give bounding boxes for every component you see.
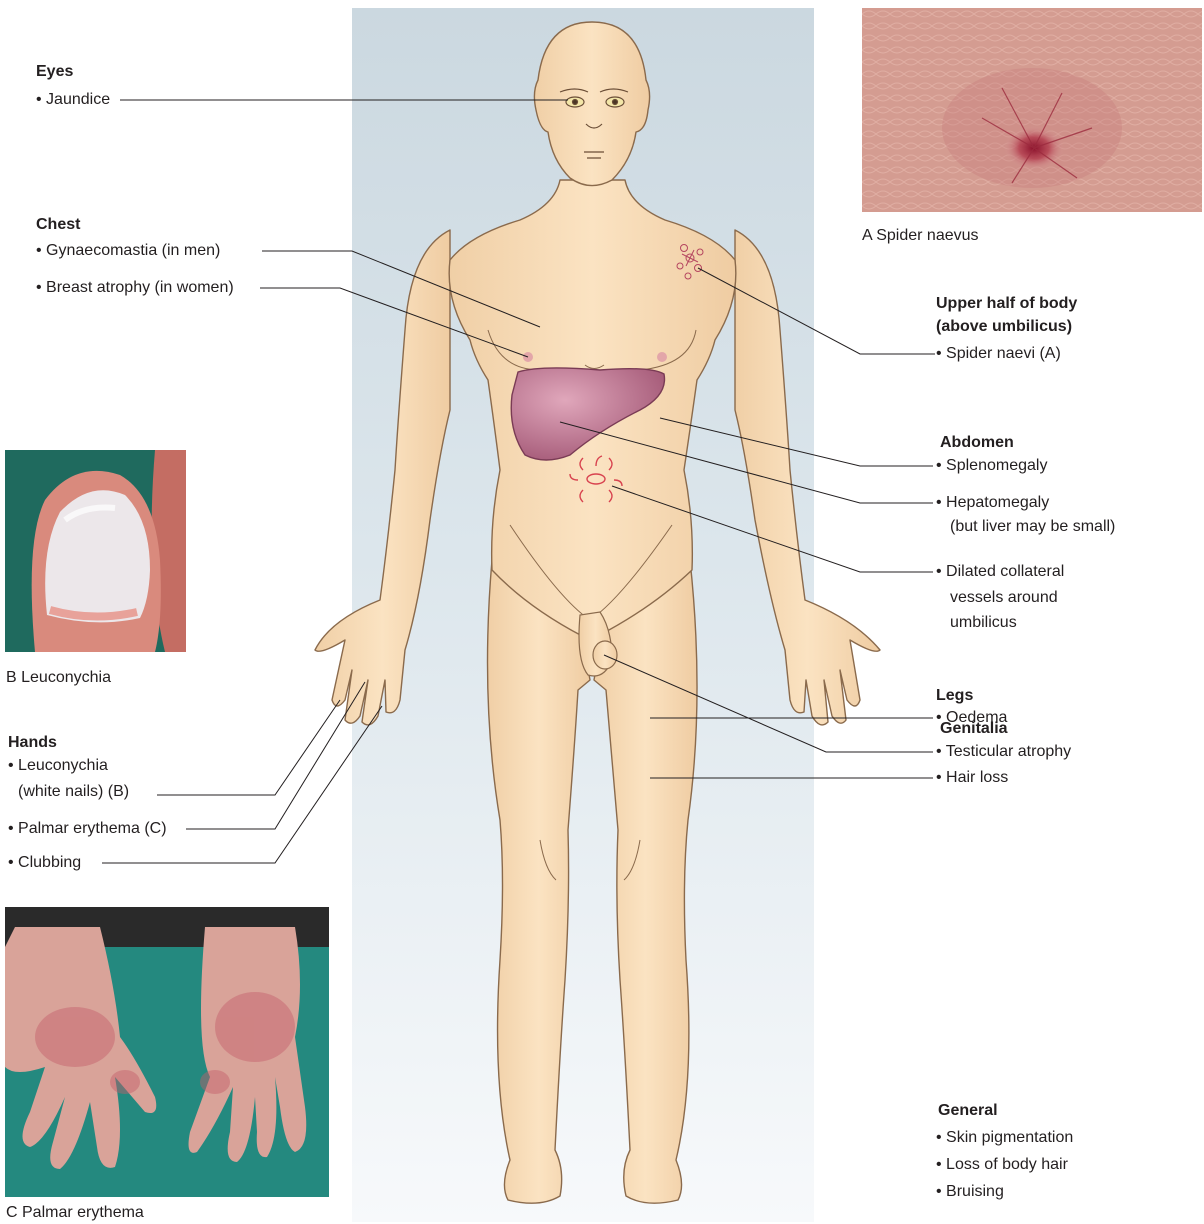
legs-item-hair-loss: • Hair loss: [936, 768, 1008, 788]
chest-item-gynaecomastia: • Gynaecomastia (in men): [36, 241, 220, 261]
eyes-item-jaundice: • Jaundice: [36, 90, 110, 110]
chest-item-breast-atrophy: • Breast atrophy (in women): [36, 278, 234, 298]
hands-item-palmar: • Palmar erythema (C): [8, 819, 167, 839]
abdomen-item-collateral-3: umbilicus: [950, 613, 1017, 633]
right-nipple: [657, 352, 667, 362]
abdomen-item-collateral-1: • Dilated collateral: [936, 562, 1064, 582]
hands-item-leuconychia-2: (white nails) (B): [18, 782, 129, 802]
upper-body-heading-1: Upper half of body: [936, 294, 1077, 314]
eyes-heading: Eyes: [36, 62, 73, 82]
general-item-body-hair: • Loss of body hair: [936, 1155, 1068, 1175]
general-heading: General: [938, 1101, 998, 1121]
upper-body-item-spider: • Spider naevi (A): [936, 344, 1061, 364]
left-arm: [315, 230, 450, 725]
abdomen-item-splenomegaly: • Splenomegaly: [936, 456, 1047, 476]
hands-item-clubbing: • Clubbing: [8, 853, 81, 873]
abdomen-item-hepatomegaly-note: (but liver may be small): [950, 517, 1115, 537]
chest-heading: Chest: [36, 215, 80, 235]
left-leg: [488, 560, 591, 1203]
abdomen-item-hepatomegaly: • Hepatomegaly: [936, 493, 1049, 513]
hands-heading: Hands: [8, 733, 57, 753]
head: [534, 22, 649, 186]
upper-body-heading-2: (above umbilicus): [936, 317, 1072, 337]
right-arm: [735, 230, 880, 725]
legs-item-oedema: • Oedema: [936, 708, 1007, 728]
legs-heading: Legs: [936, 686, 973, 706]
genitalia-item-testicular: • Testicular atrophy: [936, 742, 1071, 762]
abdomen-item-collateral-2: vessels around: [950, 588, 1058, 608]
abdomen-heading: Abdomen: [940, 433, 1014, 453]
clubbing-leader: [102, 706, 382, 863]
general-item-pigmentation: • Skin pigmentation: [936, 1128, 1073, 1148]
hands-item-leuconychia-1: • Leuconychia: [8, 756, 108, 776]
general-item-bruising: • Bruising: [936, 1182, 1004, 1202]
leuconychia-leader: [157, 700, 340, 795]
splenomegaly-leader: [660, 418, 933, 466]
